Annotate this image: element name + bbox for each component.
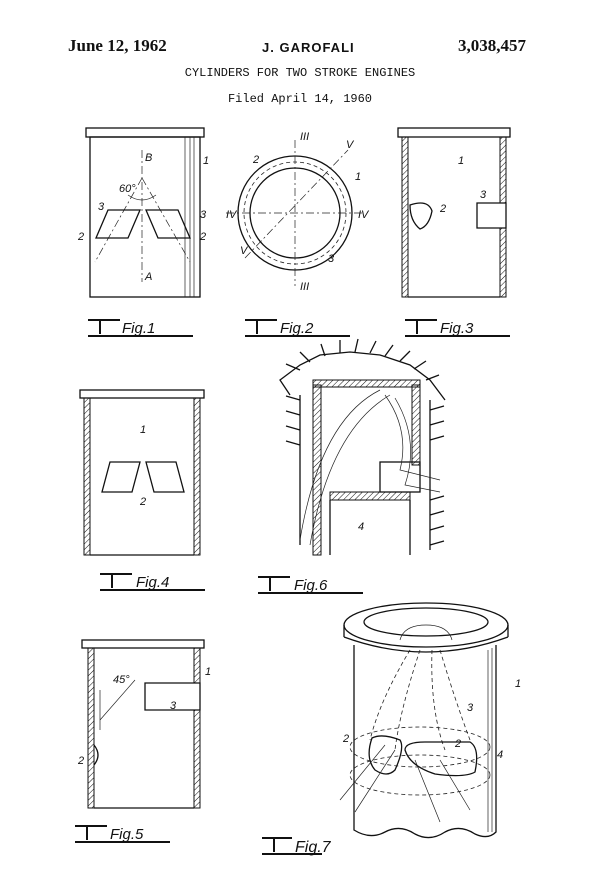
figure-caption: Fig.5 bbox=[110, 826, 144, 843]
section-label: V bbox=[240, 245, 249, 257]
ref-numeral: 4 bbox=[358, 521, 364, 533]
section-label: III bbox=[300, 281, 309, 293]
ref-numeral: 3 bbox=[200, 209, 207, 221]
inventor-name: J. GAROFALI bbox=[262, 40, 355, 55]
patent-title: CYLINDERS FOR TWO STROKE ENGINES bbox=[184, 66, 416, 80]
ref-numeral: 2 bbox=[342, 733, 349, 745]
figure-caption: Fig.4 bbox=[136, 574, 169, 591]
ref-numeral: 1 bbox=[515, 678, 521, 690]
ref-numeral: 2 bbox=[252, 154, 259, 166]
figure-2: III III IV IV V V 1 2 3 Fig.2 bbox=[226, 131, 370, 337]
ref-numeral: 1 bbox=[205, 666, 211, 678]
ref-numeral: 2 bbox=[454, 738, 461, 750]
ref-numeral: 3 bbox=[170, 700, 177, 712]
patent-number: 3,038,457 bbox=[458, 36, 526, 55]
figure-7: 1 2 2 3 4 Fig.7 bbox=[262, 602, 521, 856]
ref-numeral: 3 bbox=[467, 702, 474, 714]
ref-numeral: 4 bbox=[497, 749, 503, 761]
section-label: V bbox=[346, 139, 355, 151]
ref-numeral: 2 bbox=[139, 496, 146, 508]
figure-6: 4 Fig.6 bbox=[258, 338, 446, 594]
ref-numeral: 1 bbox=[458, 155, 464, 167]
figure-caption: Fig.7 bbox=[295, 839, 332, 856]
ref-numeral: 3 bbox=[98, 201, 105, 213]
figure-caption: Fig.6 bbox=[294, 577, 328, 594]
ref-numeral: 2 bbox=[199, 231, 206, 243]
angle-label: 45° bbox=[113, 674, 130, 686]
section-label: III bbox=[300, 131, 309, 143]
figure-caption: Fig.3 bbox=[440, 320, 474, 337]
figure-5: 45° 1 2 3 Fig.5 bbox=[75, 639, 211, 843]
ref-numeral: 2 bbox=[77, 755, 84, 767]
angle-label: 60° bbox=[119, 183, 136, 195]
figure-3: 1 2 3 Fig.3 bbox=[397, 127, 511, 337]
figure-1: B A 60° 1 2 2 3 3 Fig.1 bbox=[77, 127, 209, 337]
section-label: IV bbox=[358, 209, 370, 221]
ref-numeral: 1 bbox=[140, 424, 146, 436]
axis-label-b: B bbox=[145, 152, 152, 164]
ref-numeral: 1 bbox=[203, 155, 209, 167]
axis-label-a: A bbox=[144, 271, 152, 283]
ref-numeral: 1 bbox=[355, 171, 361, 183]
patent-date: June 12, 1962 bbox=[68, 36, 167, 55]
figure-caption: Fig.1 bbox=[122, 320, 155, 337]
figure-4: 1 2 Fig.4 bbox=[79, 389, 205, 591]
section-label: IV bbox=[226, 209, 238, 221]
ref-numeral: 3 bbox=[328, 253, 335, 265]
ref-numeral: 2 bbox=[77, 231, 84, 243]
ref-numeral: 3 bbox=[480, 189, 487, 201]
ref-numeral: 2 bbox=[439, 203, 446, 215]
figure-caption: Fig.2 bbox=[280, 320, 314, 337]
filing-date: Filed April 14, 1960 bbox=[227, 92, 373, 106]
